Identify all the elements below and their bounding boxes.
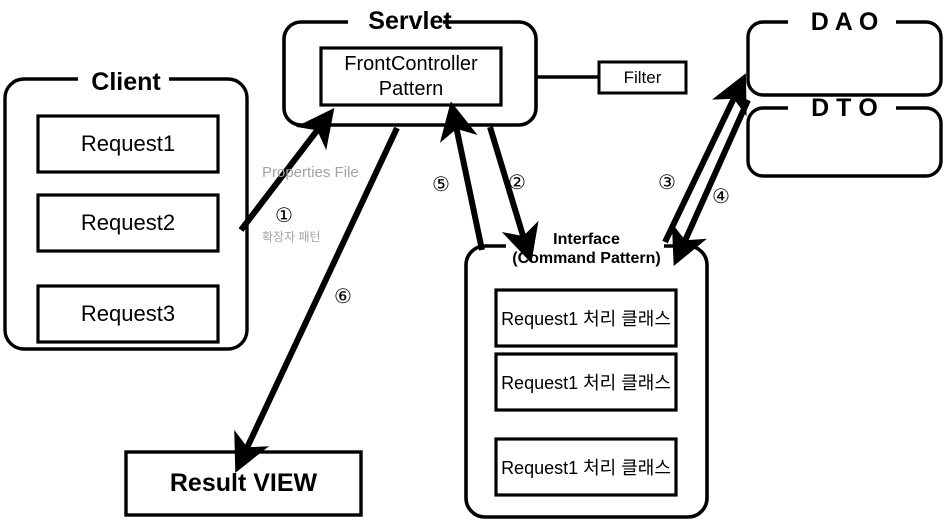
request-label-3: Request3	[80, 301, 176, 326]
arrow-5-interface-to-servlet	[439, 101, 485, 251]
front-controller-label-line2: Pattern	[378, 77, 444, 100]
step-6-marker: ⑥	[334, 286, 352, 308]
step-5-marker: ⑤	[432, 174, 450, 196]
front-controller-box	[319, 46, 503, 107]
request-box-3	[36, 284, 220, 344]
step-3-marker: ③	[658, 172, 676, 194]
dto-title: D T O	[811, 94, 878, 122]
request-box-1	[36, 114, 220, 174]
handler-label-1: Request1 처리 클래스	[501, 309, 671, 329]
dao-container	[746, 20, 943, 97]
handler-label-2: Request1 처리 클래스	[501, 373, 671, 393]
step-1-marker: ①	[275, 205, 293, 227]
client-title: Client	[91, 68, 161, 96]
dao-title: D A O	[810, 8, 879, 36]
servlet-title: Servlet	[368, 7, 452, 35]
handler-box-3	[494, 437, 678, 497]
handler-box-2	[494, 352, 678, 412]
step-2-marker: ②	[508, 172, 526, 194]
properties-file-annotation: Properties File	[262, 164, 359, 181]
result-view-label: Result VIEW	[169, 469, 318, 497]
arrow-4-dto-to-interface	[671, 98, 751, 267]
handler-label-3: Request1 처리 클래스	[501, 458, 671, 478]
filter-box	[597, 60, 688, 95]
handler-box-1	[494, 288, 678, 348]
request-label-1: Request1	[80, 131, 176, 156]
arrow-1-client-to-servlet	[238, 107, 335, 232]
arrow-3-interface-to-dao	[662, 73, 747, 244]
arrow-2-servlet-to-interface	[487, 126, 539, 264]
servlet-container	[282, 20, 538, 127]
interface-title-line2: (Command Pattern)	[512, 250, 661, 267]
filter-label: Filter	[623, 67, 662, 87]
dto-container	[746, 106, 943, 178]
client-container	[3, 77, 249, 351]
front-controller-label-line1: FrontController	[344, 52, 478, 75]
arrow-6-servlet-to-result-view	[234, 126, 400, 473]
interface-title-line1: Interface	[553, 231, 620, 248]
request-label-2: Request2	[80, 210, 176, 235]
step-4-marker: ④	[712, 186, 730, 208]
extension-pattern-annotation: 확장자 패턴	[262, 230, 321, 244]
request-box-2	[36, 193, 220, 253]
